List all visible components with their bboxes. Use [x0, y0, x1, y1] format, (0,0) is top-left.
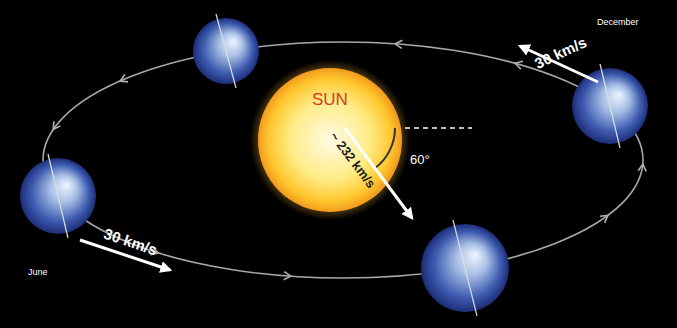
- earth-globe: [421, 220, 509, 316]
- earth-axis: [48, 154, 68, 238]
- orbit-arrowhead: [53, 121, 60, 129]
- orbit-arrowhead: [284, 272, 291, 280]
- reference-dashed-line: [405, 127, 472, 129]
- earth-axis: [600, 64, 620, 148]
- orbit-arrowhead: [120, 75, 128, 82]
- earth-globe: [572, 68, 648, 144]
- month-label: December: [597, 17, 639, 27]
- sun-velocity-arrow: [345, 128, 412, 218]
- earth-globe: [193, 14, 259, 88]
- sun-disc: [258, 68, 402, 212]
- earth-velocity-arrow: [80, 240, 170, 270]
- orbit-path: [43, 42, 643, 278]
- orbit-arrowhead: [638, 164, 646, 171]
- earth-axis: [216, 14, 236, 88]
- orbit-arrowhead: [600, 215, 608, 222]
- earth-axis: [453, 220, 477, 316]
- angle-label: 60°: [410, 153, 430, 168]
- earth-node: June: [20, 158, 96, 234]
- orbit-arrowheads: [53, 40, 646, 279]
- earth-globe: [20, 158, 96, 234]
- orbit-arrowhead: [515, 61, 523, 69]
- angle-arc: [375, 128, 395, 168]
- earth-node: December: [572, 68, 648, 144]
- sun-glow: [250, 60, 410, 220]
- earth-velocity-arrow: [520, 46, 598, 82]
- orbit-arrowhead: [395, 40, 402, 48]
- month-label: June: [28, 267, 48, 277]
- sun-label: SUN: [312, 90, 348, 110]
- sun-node: SUN~ 232 km/s: [258, 68, 402, 212]
